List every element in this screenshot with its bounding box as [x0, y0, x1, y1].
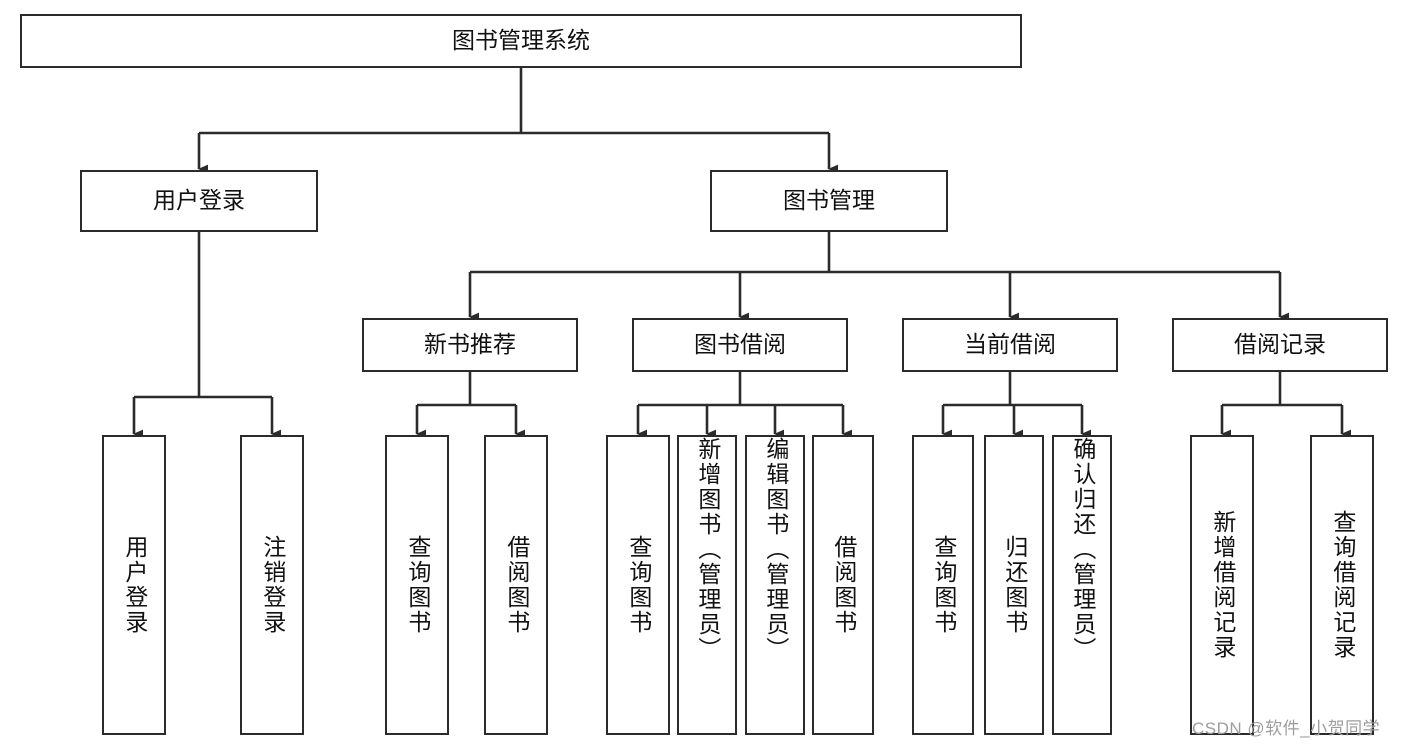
node-leaf-borrow-edit-book[interactable]: 编辑图书（管理员）: [745, 435, 805, 735]
node-leaf-user-logout[interactable]: 注销登录: [240, 435, 304, 735]
node-label: 新增借阅记录: [1209, 510, 1236, 660]
node-label: 用户登录: [153, 187, 245, 214]
csdn-watermark: CSDN @软件_小贺同学: [1192, 719, 1381, 738]
node-label: 确认归还（管理员）: [1069, 437, 1096, 662]
node-leaf-borrow-query-book[interactable]: 查询图书: [606, 435, 670, 735]
node-label: 图书借阅: [694, 331, 786, 358]
node-label: 注销登录: [259, 535, 286, 635]
node-label: 图书管理: [783, 187, 875, 214]
node-leaf-current-confirm-return[interactable]: 确认归还（管理员）: [1052, 435, 1112, 735]
node-new-book-rec[interactable]: 新书推荐: [362, 318, 578, 372]
node-label: 借阅记录: [1234, 331, 1326, 358]
node-label: 查询借阅记录: [1329, 510, 1356, 660]
node-label: 新增图书（管理员）: [694, 437, 721, 662]
node-current-borrow[interactable]: 当前借阅: [902, 318, 1118, 372]
node-label: 新书推荐: [424, 331, 516, 358]
node-leaf-current-return-book[interactable]: 归还图书: [984, 435, 1044, 735]
node-leaf-rec-query-book[interactable]: 查询图书: [385, 435, 449, 735]
node-label: 借阅图书: [503, 535, 530, 635]
node-book-borrow[interactable]: 图书借阅: [632, 318, 848, 372]
node-leaf-borrow-lend-book[interactable]: 借阅图书: [812, 435, 874, 735]
node-label: 查询图书: [930, 535, 957, 635]
node-leaf-record-query[interactable]: 查询借阅记录: [1310, 435, 1374, 735]
node-root[interactable]: 图书管理系统: [20, 14, 1022, 68]
node-user-login[interactable]: 用户登录: [80, 170, 318, 232]
node-borrow-record[interactable]: 借阅记录: [1172, 318, 1388, 372]
node-label: 借阅图书: [830, 535, 857, 635]
node-label: 编辑图书（管理员）: [762, 437, 789, 662]
node-label: 图书管理系统: [452, 27, 590, 54]
node-leaf-borrow-add-book[interactable]: 新增图书（管理员）: [677, 435, 737, 735]
node-label: 查询图书: [625, 535, 652, 635]
node-leaf-record-add[interactable]: 新增借阅记录: [1190, 435, 1254, 735]
node-label: 用户登录: [121, 535, 148, 635]
node-leaf-current-query-book[interactable]: 查询图书: [912, 435, 974, 735]
node-label: 归还图书: [1001, 535, 1028, 635]
node-label: 查询图书: [404, 535, 431, 635]
node-label: 当前借阅: [964, 331, 1056, 358]
node-leaf-rec-borrow-book[interactable]: 借阅图书: [484, 435, 548, 735]
node-book-manage[interactable]: 图书管理: [710, 170, 948, 232]
node-leaf-user-login[interactable]: 用户登录: [102, 435, 166, 735]
